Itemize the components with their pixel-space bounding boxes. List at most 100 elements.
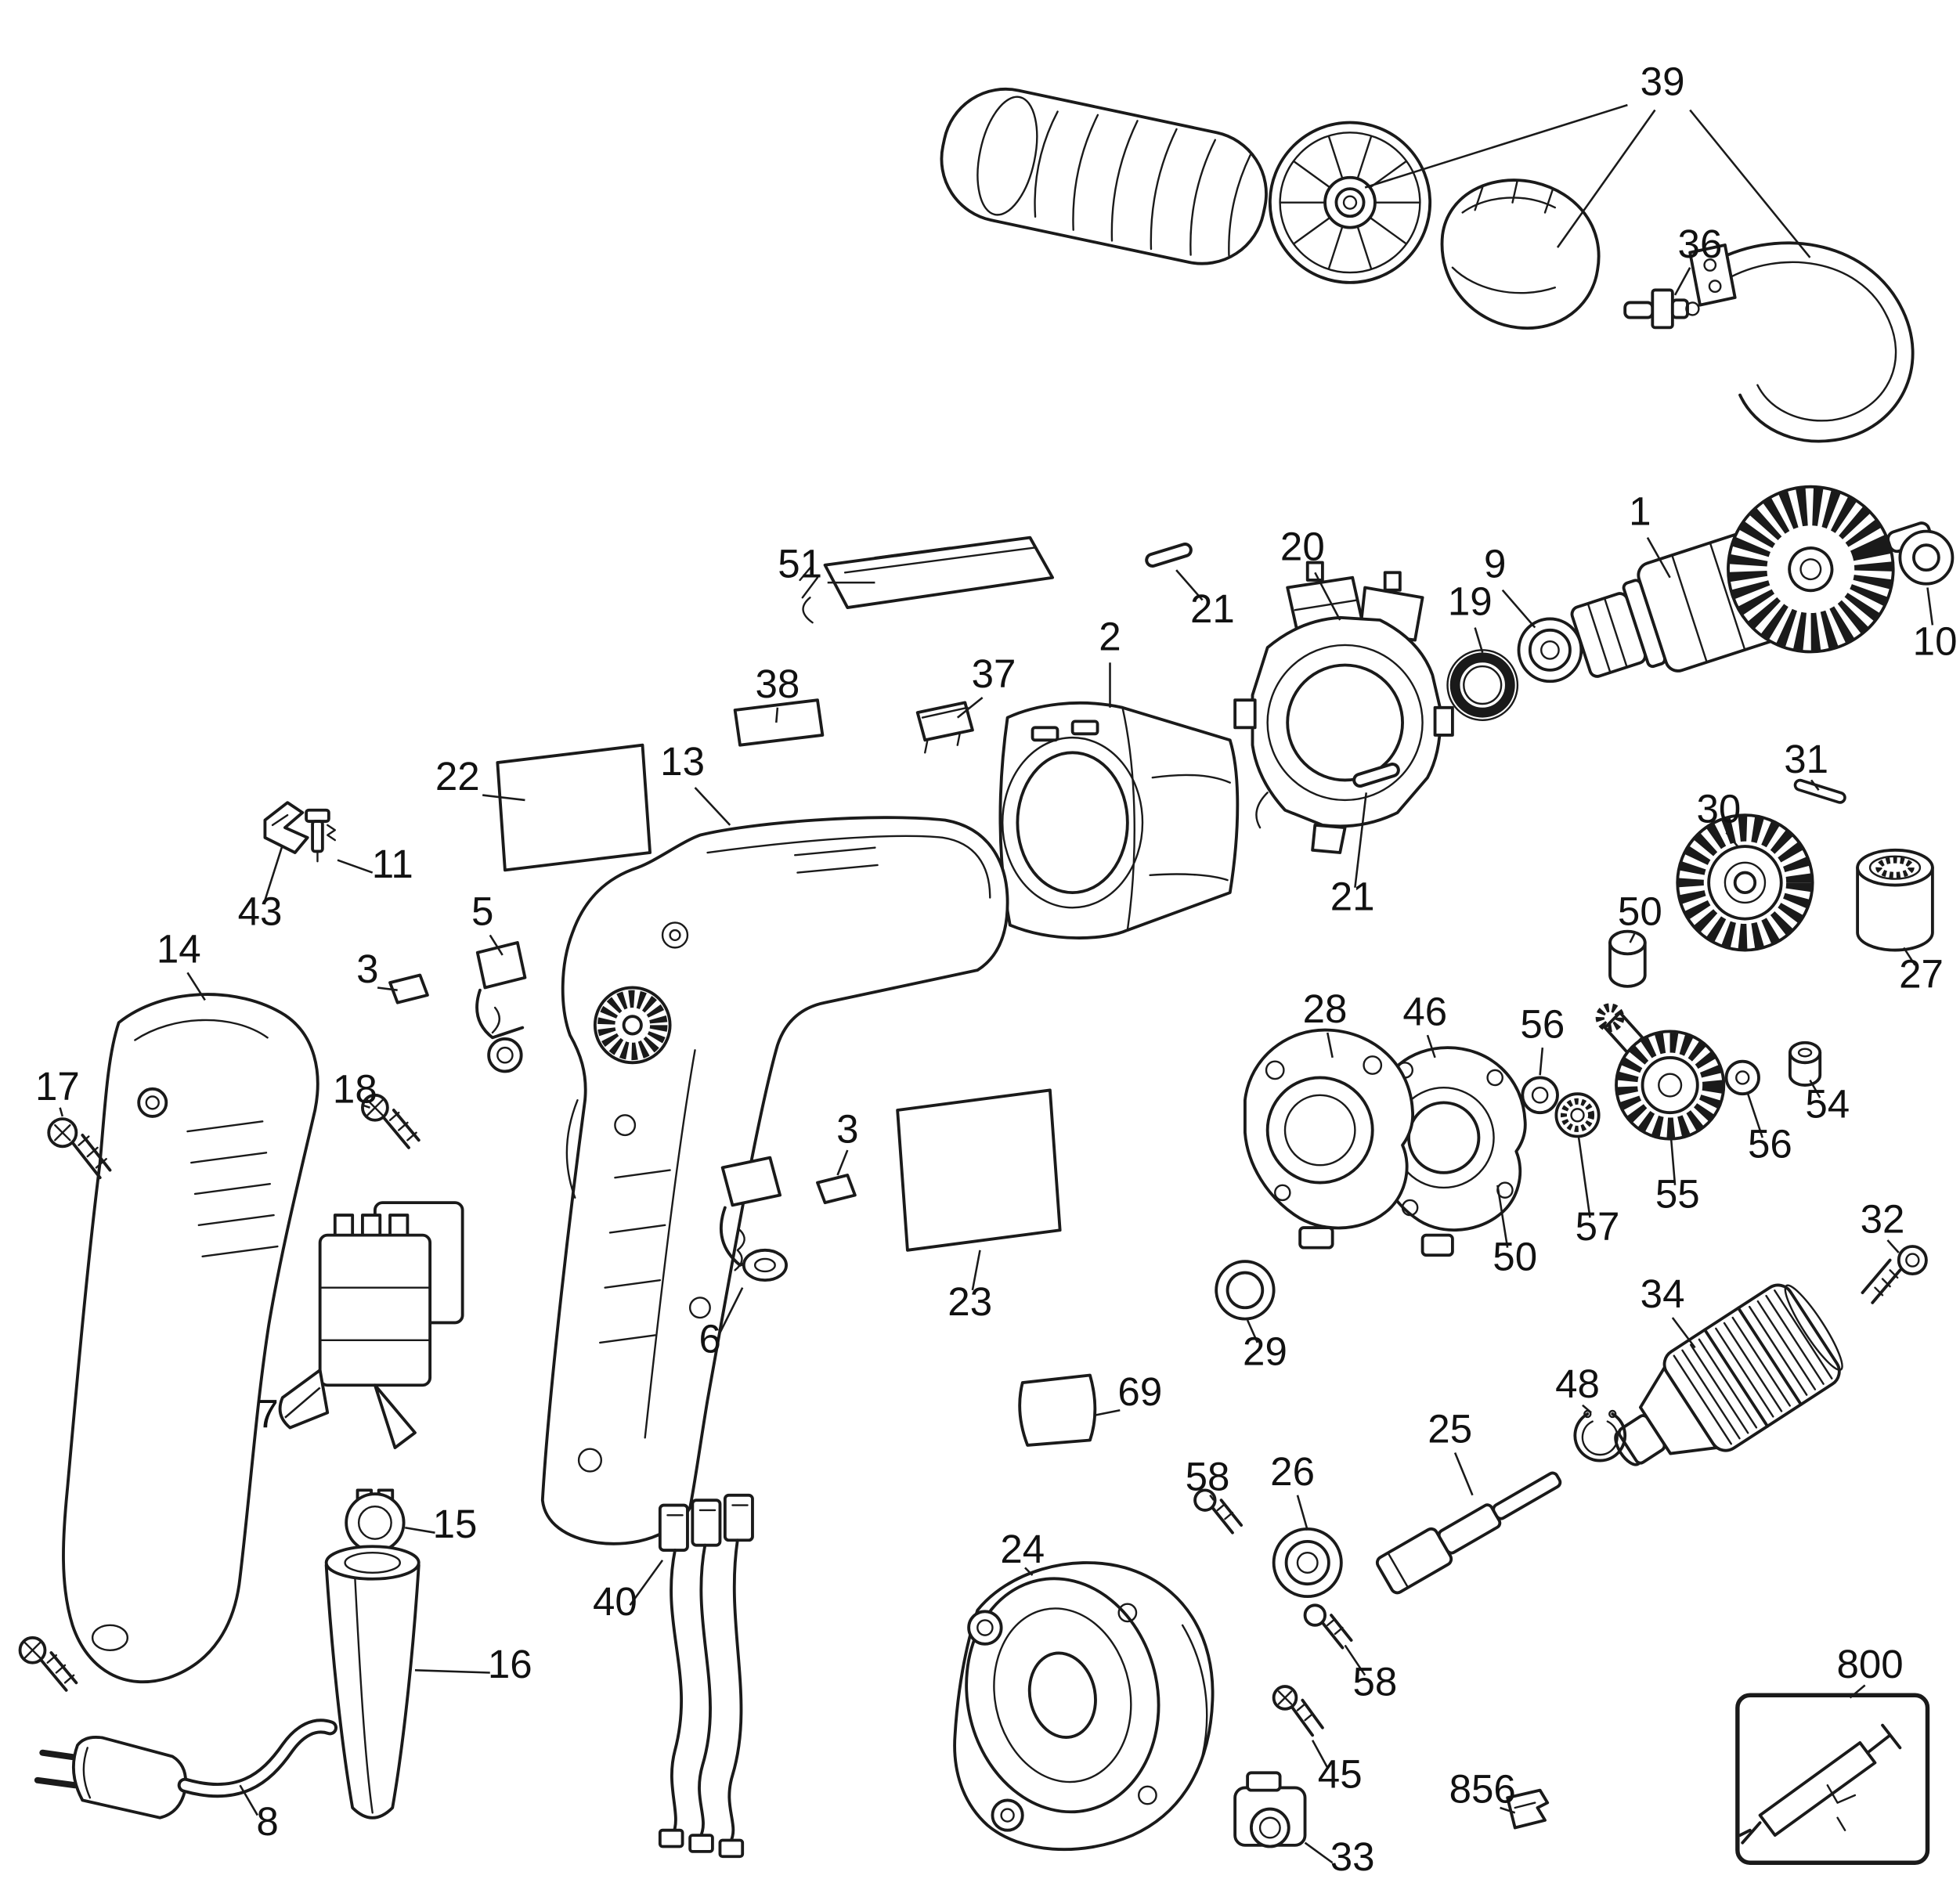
part-module-51 [799, 536, 1055, 624]
part-callout-31: 31 [1784, 737, 1828, 781]
callout-leader-55 [1669, 1140, 1677, 1185]
callout-leader-3 [377, 986, 398, 991]
part-lever-43 [263, 801, 309, 854]
part-callout-1: 1 [1629, 489, 1651, 534]
callout-leader-69 [1095, 1408, 1121, 1416]
part-callout-17: 17 [35, 1064, 80, 1109]
part-screw-58a [1193, 1488, 1243, 1535]
part-callout-20: 20 [1280, 524, 1325, 568]
callout-leader-20 [1314, 572, 1341, 621]
part-screw-45 [1272, 1685, 1324, 1737]
callout-leader-25 [1453, 1452, 1474, 1496]
part-bearing-10 [1898, 529, 1955, 586]
part-callout-15: 15 [433, 1502, 478, 1546]
callout-leader-40 [629, 1560, 664, 1607]
part-brush-3a [388, 973, 429, 1004]
callout-leader-14 [186, 972, 206, 1001]
callout-leader-7 [284, 1387, 321, 1419]
part-screw-18 [361, 1093, 421, 1149]
part-callout-28: 28 [1303, 986, 1348, 1031]
part-callout-37: 37 [972, 651, 1016, 696]
part-service-kit-800 [1735, 1693, 1930, 1865]
part-field [998, 701, 1240, 940]
part-callout-38: 38 [755, 662, 800, 706]
part-callout-3: 3 [836, 1106, 858, 1151]
part-gear-case-plate-46 [1373, 1046, 1527, 1257]
callout-leader-21 [1175, 569, 1204, 601]
part-callout-34: 34 [1641, 1271, 1685, 1316]
callout-leader-48 [1582, 1404, 1592, 1414]
callout-leader-16 [414, 1669, 490, 1674]
part-callout-14: 14 [157, 927, 201, 972]
callout-leader-17 [59, 1107, 64, 1117]
callout-leader-33 [1304, 1841, 1334, 1864]
callout-leader-54 [1809, 1080, 1821, 1098]
part-cord-protector-16 [324, 1545, 421, 1819]
part-gear-55 [1595, 1003, 1726, 1141]
callout-leader-46 [1426, 1034, 1436, 1059]
part-callout-55: 55 [1655, 1172, 1700, 1217]
part-screw-58b [1303, 1603, 1353, 1650]
part-callout-51: 51 [778, 542, 822, 586]
callout-leader-3 [836, 1149, 849, 1176]
part-callout-50: 50 [1618, 889, 1662, 934]
callout-leader-24 [1024, 1567, 1034, 1576]
part-washer-29 [1215, 1260, 1276, 1321]
part-handle-bolt-36 [1623, 288, 1700, 330]
part-callout-56: 56 [1520, 1001, 1565, 1046]
callout-leader-856 [1500, 1806, 1516, 1814]
part-handle-cover-14 [62, 993, 319, 1684]
callout-leader-30 [1725, 831, 1740, 849]
part-callout-11: 11 [372, 842, 413, 886]
callout-leader-50 [1496, 1185, 1509, 1248]
part-callout-32: 32 [1861, 1196, 1905, 1241]
part-callout-16: 16 [488, 1642, 532, 1686]
part-callout-21: 21 [1330, 874, 1375, 918]
part-coupler-27 [1856, 848, 1934, 952]
part-callout-856: 856 [1449, 1767, 1516, 1812]
part-callout-43: 43 [238, 889, 283, 934]
part-bearing-9 [1517, 617, 1583, 683]
part-lead-wires-40 [658, 1493, 754, 1859]
part-callout-58: 58 [1186, 1454, 1230, 1499]
part-screw-17 [47, 1117, 112, 1180]
part-bushing-54 [1788, 1040, 1822, 1087]
part-callout-54: 54 [1805, 1082, 1850, 1127]
callout-leader-56 [1539, 1048, 1544, 1076]
part-callout-69: 69 [1117, 1369, 1162, 1414]
part-bracket-37 [915, 701, 974, 754]
part-bearing-26 [1272, 1527, 1343, 1599]
callout-leader-21 [1354, 792, 1368, 888]
callout-leader-36 [1673, 267, 1691, 296]
part-screw-32 [1861, 1245, 1928, 1304]
callout-leader-8 [239, 1784, 258, 1816]
callout-leader-37 [956, 697, 984, 719]
callout-leader-23 [971, 1250, 981, 1291]
part-spindle-25 [1375, 1471, 1562, 1595]
callout-leader-56 [1746, 1092, 1763, 1138]
callout-leader-39 [1689, 109, 1811, 258]
callout-leader-39 [1556, 109, 1656, 248]
callout-leader-11 [337, 859, 374, 874]
callout-leader-45 [1311, 1740, 1329, 1769]
part-washer-56a [1521, 1076, 1559, 1115]
callout-leader-50 [1629, 932, 1637, 943]
part-clip-856 [1506, 1788, 1550, 1830]
part-callout-27: 27 [1899, 951, 1944, 996]
part-callout-39: 39 [1641, 59, 1685, 103]
part-callout-18: 18 [333, 1066, 377, 1111]
part-bushing-50a [1608, 929, 1647, 988]
callout-leader-57 [1577, 1137, 1591, 1218]
callout-leader-43 [264, 845, 283, 901]
part-callout-22: 22 [435, 754, 480, 799]
part-callout-800: 800 [1836, 1642, 1903, 1686]
part-handle-clamp-band [1688, 241, 1915, 443]
part-cord-clamp-15 [345, 1488, 406, 1553]
part-side-handle-knob [1440, 179, 1601, 330]
part-callout-21: 21 [1190, 586, 1235, 631]
part-callout-46: 46 [1402, 989, 1447, 1033]
part-retaining-ring-48 [1573, 1409, 1627, 1462]
part-gear-case-plate-28 [1243, 1028, 1415, 1250]
